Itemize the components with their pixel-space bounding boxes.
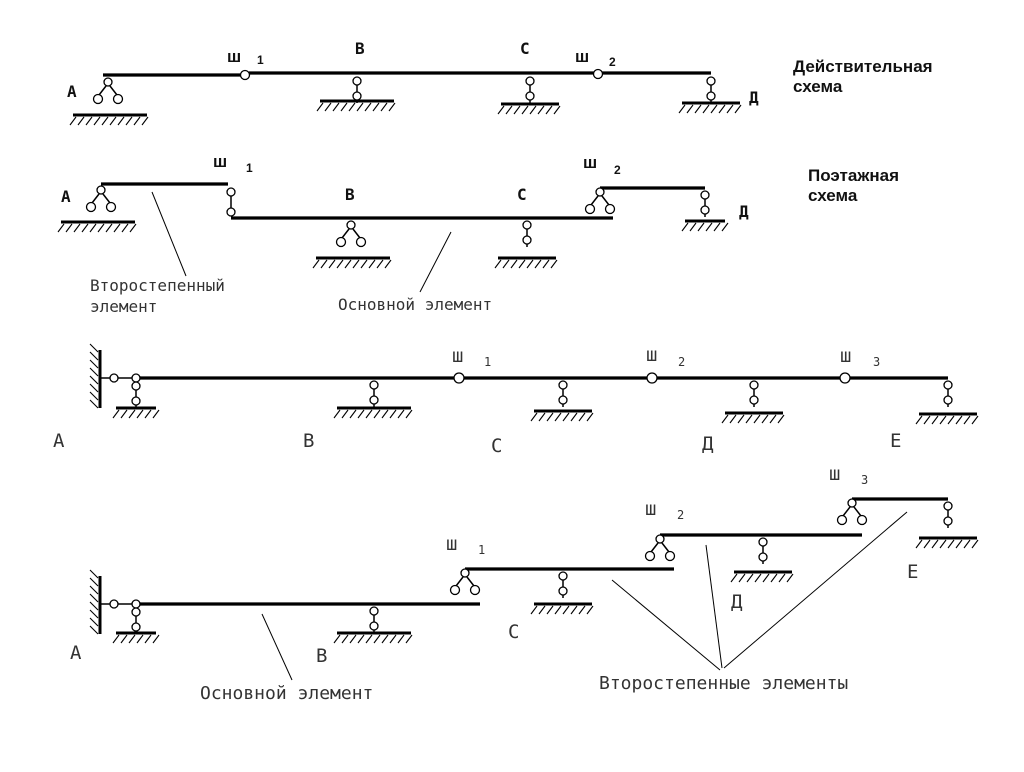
leader-secondary-1 xyxy=(611,579,721,671)
label-sh1: ш xyxy=(446,533,457,555)
support-d xyxy=(758,537,768,565)
leader-primary xyxy=(261,613,293,681)
label-sh2-index: 2 xyxy=(677,508,684,522)
support-b xyxy=(352,76,362,104)
label-d: Д xyxy=(739,202,749,221)
label-a: А xyxy=(70,642,82,664)
support-a xyxy=(85,185,117,213)
label-sh2-index: 2 xyxy=(614,163,621,177)
hinge-sh1-bottom xyxy=(226,207,236,217)
support-b xyxy=(335,220,367,248)
label-sh3: ш xyxy=(829,463,840,485)
label-d: Д xyxy=(702,433,714,455)
wall-clamp-a xyxy=(88,342,102,410)
label-primary-element: Основной элемент xyxy=(338,295,492,314)
support-sh2 xyxy=(584,187,616,215)
label-b: В xyxy=(316,645,327,667)
label-b: В xyxy=(355,39,365,58)
support-e xyxy=(943,501,953,529)
hinge-sh3 xyxy=(839,372,851,384)
support-d xyxy=(700,190,710,218)
diagram-actual-scheme: А В С Д ш 1 ш 2 Действительная схема xyxy=(67,39,933,127)
label-sh2-index: 2 xyxy=(609,55,616,69)
label-sh1: ш xyxy=(213,152,227,171)
support-c xyxy=(558,571,568,599)
diagram-multispan-beam: А В С Д Е ш 1 ш 2 ш 3 xyxy=(53,342,980,457)
label-c: С xyxy=(520,39,530,58)
support-sh2 xyxy=(644,534,676,562)
support-b xyxy=(369,606,379,634)
label-a: А xyxy=(67,82,77,101)
hinge-sh1-top xyxy=(226,187,236,197)
support-a-vertical xyxy=(131,381,141,409)
support-d xyxy=(706,76,716,104)
label-sh2: ш xyxy=(583,153,597,172)
label-a: А xyxy=(61,187,71,206)
label-secondary-element-line1: Второстепенный xyxy=(90,276,225,295)
wall-clamp-a xyxy=(88,568,102,636)
support-c xyxy=(558,380,568,408)
support-c xyxy=(525,76,535,104)
caption-floor-line2: схема xyxy=(808,186,858,205)
hinge-sh2 xyxy=(646,372,658,384)
hinge-sh1 xyxy=(453,372,465,384)
diagram-floor-scheme: А В С Д ш 1 ш 2 Поэтажная схема Второсте… xyxy=(56,152,899,316)
leader-secondary xyxy=(151,191,187,277)
label-c: С xyxy=(508,621,519,643)
label-sh1-index: 1 xyxy=(478,543,485,557)
label-sh3: ш xyxy=(840,345,851,367)
label-sh2: ш xyxy=(575,47,589,66)
label-sh2: ш xyxy=(645,498,656,520)
label-b: В xyxy=(303,430,314,452)
caption-actual-line1: Действительная xyxy=(793,57,933,76)
label-sh1-index: 1 xyxy=(246,161,253,175)
leader-secondary-2 xyxy=(705,544,723,669)
caption-floor-line1: Поэтажная xyxy=(808,166,899,185)
label-sh3-index: 3 xyxy=(873,355,880,369)
support-sh1 xyxy=(449,568,481,596)
support-c xyxy=(522,220,532,248)
label-e: Е xyxy=(890,430,901,452)
label-a: А xyxy=(53,430,65,452)
label-sh1: ш xyxy=(452,345,463,367)
label-sh2: ш xyxy=(646,344,657,366)
support-b xyxy=(369,380,379,408)
label-c: С xyxy=(517,185,527,204)
label-sh1-index: 1 xyxy=(484,355,491,369)
label-sh2-index: 2 xyxy=(678,355,685,369)
label-sh1-index: 1 xyxy=(257,53,264,67)
label-b: В xyxy=(345,185,355,204)
label-d: Д xyxy=(749,88,759,107)
label-secondary-elements: Второстепенные элементы xyxy=(599,673,848,694)
label-primary-element: Основной элемент xyxy=(200,683,373,704)
hinge-sh1 xyxy=(239,69,251,81)
leader-secondary-3 xyxy=(723,511,908,669)
label-d: Д xyxy=(731,591,743,613)
label-sh3-index: 3 xyxy=(861,473,868,487)
support-e xyxy=(943,380,953,408)
label-e: Е xyxy=(907,561,918,583)
label-sh1: ш xyxy=(227,47,241,66)
diagram-multispan-floor-scheme: А В С Д Е ш 1 ш 2 ш 3 Основной элемент В… xyxy=(70,463,980,704)
support-sh3 xyxy=(836,498,868,526)
leader-primary xyxy=(419,231,452,293)
support-a-vertical xyxy=(131,607,141,635)
label-c: С xyxy=(491,435,502,457)
support-d xyxy=(749,380,759,408)
caption-actual-line2: схема xyxy=(793,77,843,96)
label-secondary-element-line2: элемент xyxy=(90,297,157,316)
hinge-sh2 xyxy=(592,68,604,80)
support-a xyxy=(92,77,124,105)
